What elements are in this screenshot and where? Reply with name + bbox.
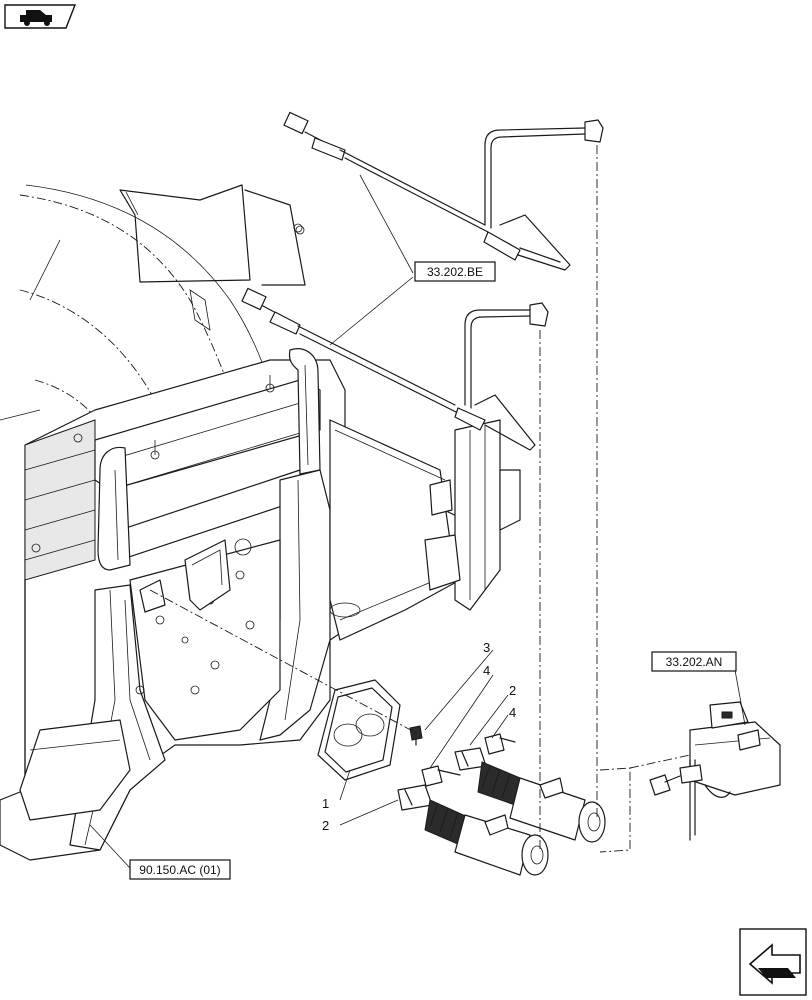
vehicle-book-icon[interactable] xyxy=(4,4,77,29)
ref-box-frame[interactable]: 90.150.AC (01) xyxy=(129,859,231,880)
master-cylinder-front xyxy=(397,784,549,876)
centerlines xyxy=(149,145,691,853)
leader-lines xyxy=(89,174,746,869)
ref-box-reservoir[interactable]: 33.202.AN xyxy=(651,651,737,672)
ref-text-reservoir: 33.202.AN xyxy=(666,655,723,669)
callout-4-upper: 4 xyxy=(483,663,490,678)
fluid-reservoir xyxy=(649,701,781,841)
master-cylinder-rear xyxy=(454,747,606,843)
brake-pipe-lower xyxy=(241,287,549,451)
callout-2-lower: 2 xyxy=(322,818,329,833)
callout-1: 1 xyxy=(322,796,329,811)
next-page-arrow-icon[interactable] xyxy=(739,928,807,996)
brake-pipe-upper xyxy=(283,111,604,271)
clevis-pin-lower xyxy=(421,765,461,787)
clevis-pin-upper xyxy=(484,733,516,755)
ref-text-frame: 90.150.AC (01) xyxy=(139,863,220,877)
gasket xyxy=(317,679,401,781)
callout-2-upper: 2 xyxy=(509,683,516,698)
callout-3: 3 xyxy=(483,640,490,655)
bolt xyxy=(409,725,423,746)
ref-box-pipe[interactable]: 33.202.BE xyxy=(414,261,496,282)
rear-frame xyxy=(0,225,521,861)
callout-4-lower: 4 xyxy=(509,705,516,720)
ref-text-pipe: 33.202.BE xyxy=(427,265,483,279)
